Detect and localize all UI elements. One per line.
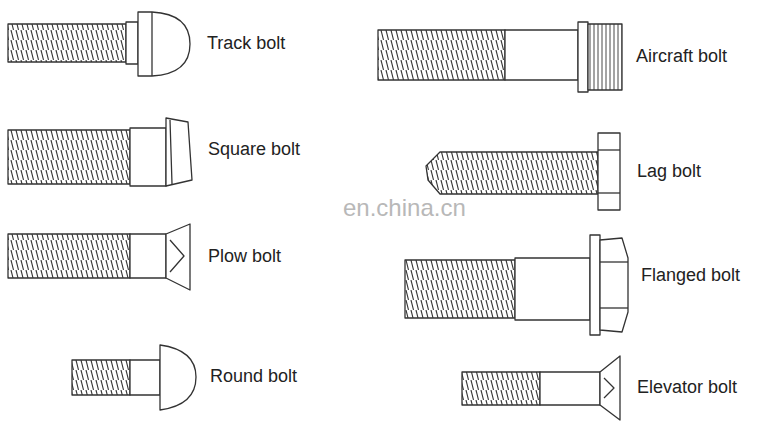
elevator-bolt	[462, 356, 620, 420]
part-name: Track bolt	[207, 34, 285, 54]
part-name: Plow bolt	[208, 247, 281, 267]
part-name: Lag bolt	[637, 162, 701, 182]
track-bolt	[8, 12, 190, 76]
square-bolt	[8, 118, 192, 186]
aircraft-bolt	[378, 22, 622, 92]
part-name: Elevator bolt	[637, 378, 737, 398]
plow-bolt	[8, 224, 190, 290]
part-name: Flanged bolt	[641, 266, 740, 286]
part-name: Round bolt	[210, 367, 297, 387]
part-name: Aircraft bolt	[636, 47, 727, 67]
part-name: Square bolt	[208, 140, 300, 160]
flanged-bolt	[405, 235, 628, 335]
watermark: en.china.cn	[343, 195, 466, 221]
round-bolt	[72, 345, 196, 410]
